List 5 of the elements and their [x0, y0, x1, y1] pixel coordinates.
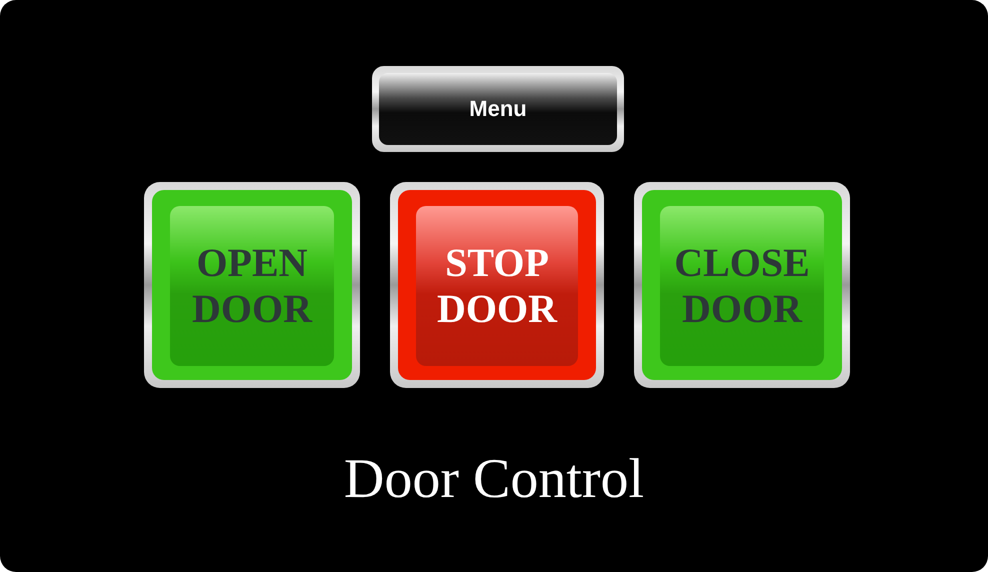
action-button: STOP DOOR — [390, 182, 604, 388]
action-button: OPEN DOOR — [144, 182, 360, 388]
action-button: CLOSE DOOR — [634, 182, 850, 388]
screen-title: Door Control — [342, 447, 646, 512]
menu-button: Menu — [372, 66, 624, 152]
